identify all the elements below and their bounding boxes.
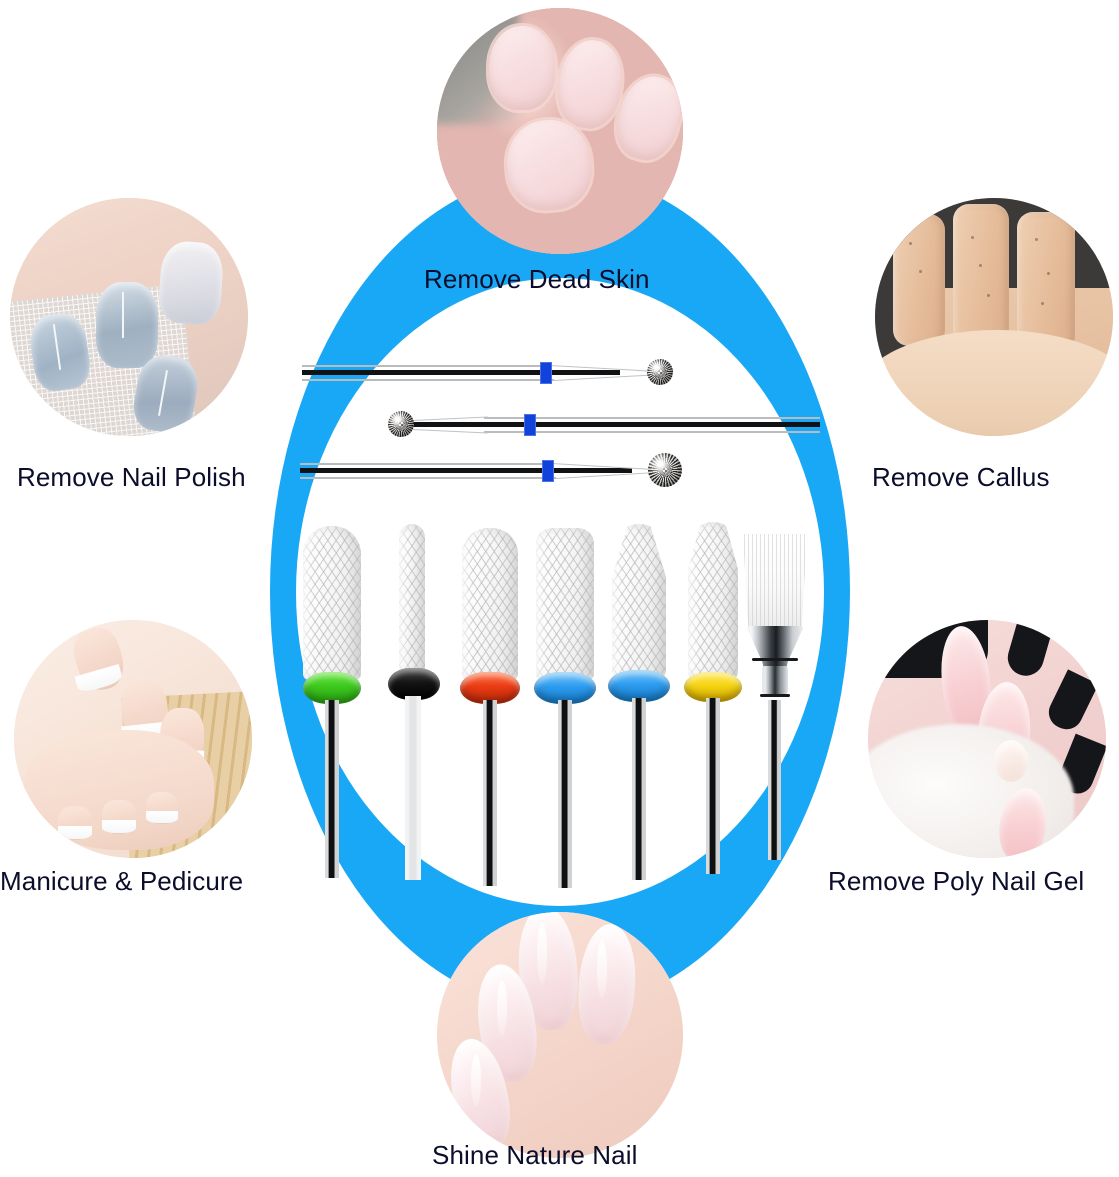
palm bbox=[875, 330, 1113, 436]
bit-grit-ring bbox=[608, 670, 670, 702]
ceramic-bit-3 bbox=[460, 528, 522, 886]
burr-shaft-lowlight bbox=[484, 431, 820, 433]
diamond-burr-3 bbox=[300, 453, 690, 487]
bit-head bbox=[462, 528, 518, 680]
ceramic-bit-7-brush bbox=[740, 534, 812, 860]
nail-shape bbox=[157, 239, 225, 327]
callus-texture bbox=[1035, 238, 1038, 241]
brush-chrome-neck bbox=[762, 666, 788, 694]
ceramic-bit-4 bbox=[534, 528, 598, 888]
bit-head bbox=[303, 526, 361, 680]
brush-chrome-groove bbox=[752, 658, 798, 661]
burr-blue-band bbox=[524, 414, 536, 436]
burr-taper-bottom bbox=[553, 374, 650, 381]
ceramic-bit-6 bbox=[682, 522, 744, 874]
callus-texture bbox=[909, 242, 912, 245]
bit-shank bbox=[405, 696, 421, 880]
ceramic-bit-1 bbox=[303, 526, 365, 878]
burr-taper-top bbox=[411, 416, 488, 421]
photo-image bbox=[437, 8, 683, 254]
burr-shaft-highlight bbox=[484, 417, 820, 419]
bit-shank bbox=[558, 700, 572, 888]
photo-remove-callus bbox=[875, 198, 1113, 436]
photo-image bbox=[10, 198, 248, 436]
diamond-burr-2 bbox=[388, 411, 820, 438]
burr-taper-bottom bbox=[411, 429, 488, 434]
nail-shape bbox=[96, 282, 158, 368]
diamond-burr-1 bbox=[302, 359, 674, 386]
burr-shaft-highlight bbox=[302, 365, 550, 367]
bit-grit-ring bbox=[460, 672, 520, 704]
burr-shaft-highlight bbox=[300, 463, 552, 465]
photo-image bbox=[437, 912, 683, 1158]
burr-diamond-ball-head bbox=[388, 411, 414, 437]
bit-shank bbox=[483, 700, 497, 886]
photo-remove-nail-polish bbox=[10, 198, 248, 436]
brush-bristles bbox=[742, 534, 808, 629]
callus-texture bbox=[1047, 272, 1050, 275]
nail-gloss-highlight bbox=[537, 922, 547, 984]
french-tip bbox=[146, 811, 178, 823]
bit-head bbox=[612, 524, 666, 680]
bit-grit-ring bbox=[303, 672, 361, 704]
label-remove-nail-polish: Remove Nail Polish bbox=[17, 462, 246, 492]
burr-blue-band bbox=[542, 460, 554, 482]
label-shine-nature-nail: Shine Nature Nail bbox=[432, 1140, 638, 1170]
label-remove-dead-skin: Remove Dead Skin bbox=[424, 264, 650, 294]
burr-shaft-core bbox=[412, 422, 820, 427]
ceramic-bit-2 bbox=[388, 524, 440, 880]
nail-gloss-highlight bbox=[497, 980, 507, 1036]
bit-shank bbox=[325, 700, 339, 878]
callus-texture bbox=[919, 270, 922, 273]
french-tip bbox=[102, 820, 136, 833]
bit-shank bbox=[632, 698, 646, 880]
callus-texture bbox=[971, 236, 974, 239]
nail-stripe bbox=[122, 292, 124, 338]
nail-shape bbox=[503, 117, 595, 213]
dark-nail bbox=[1003, 620, 1053, 680]
ceramic-bit-5 bbox=[608, 524, 672, 880]
poly-gel-nail bbox=[994, 740, 1028, 782]
nail-shape bbox=[489, 26, 555, 110]
french-tip bbox=[58, 826, 92, 839]
burr-diamond-ball-head bbox=[648, 453, 682, 487]
photo-image bbox=[875, 198, 1113, 436]
bit-grit-ring bbox=[684, 672, 742, 702]
burr-shaft-core bbox=[300, 468, 632, 473]
label-remove-poly-nail-gel: Remove Poly Nail Gel bbox=[828, 866, 1085, 896]
photo-remove-dead-skin bbox=[437, 8, 683, 254]
photo-shine-nature-nail bbox=[437, 912, 683, 1158]
burr-taper-bottom bbox=[555, 472, 654, 479]
bit-grit-ring bbox=[534, 672, 596, 704]
nail-gloss-highlight bbox=[597, 940, 607, 998]
photo-manicure-pedicure bbox=[14, 620, 252, 858]
photo-image bbox=[14, 620, 252, 858]
callus-texture bbox=[1041, 302, 1044, 305]
finger bbox=[1017, 212, 1075, 352]
nail-shape bbox=[553, 36, 627, 132]
brush-chrome-groove bbox=[760, 694, 790, 697]
bit-shank bbox=[706, 698, 720, 874]
burr-blue-band bbox=[540, 362, 552, 384]
bit-head bbox=[399, 524, 425, 678]
burr-shaft-core bbox=[302, 370, 620, 375]
bit-shank bbox=[768, 700, 781, 860]
bit-head bbox=[536, 528, 594, 680]
burr-diamond-ball-head bbox=[647, 359, 673, 385]
callus-texture bbox=[987, 294, 990, 297]
label-remove-callus: Remove Callus bbox=[872, 462, 1050, 492]
burr-shaft-lowlight bbox=[302, 379, 554, 381]
burr-shaft-lowlight bbox=[300, 477, 556, 479]
nail-gloss-highlight bbox=[471, 1054, 481, 1106]
photo-remove-poly-nail-gel bbox=[868, 620, 1106, 858]
bit-head bbox=[688, 522, 738, 680]
label-manicure-pedicure: Manicure & Pedicure bbox=[0, 866, 244, 896]
dark-nail bbox=[1043, 669, 1099, 735]
bit-grit-ring bbox=[388, 668, 440, 700]
finger bbox=[893, 214, 945, 346]
photo-image bbox=[868, 620, 1106, 858]
finger bbox=[953, 204, 1009, 350]
glossy-nail bbox=[574, 922, 640, 1046]
callus-texture bbox=[979, 264, 982, 267]
